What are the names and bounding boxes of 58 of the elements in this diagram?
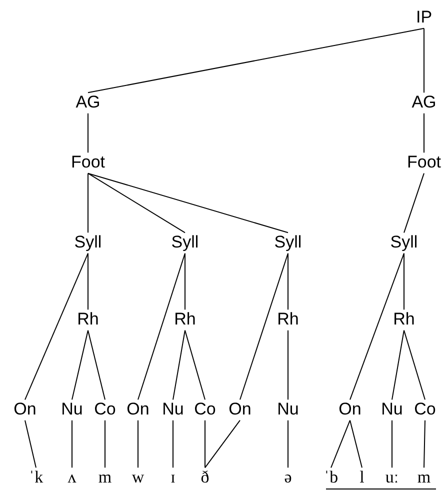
tree-branch-line [204, 420, 206, 468]
tree-branch-line [204, 420, 240, 468]
phoneme-label: ʌ [68, 468, 76, 488]
tree-node-label: Nu [61, 400, 83, 420]
tree-node-label: Nu [381, 400, 403, 420]
tree-node-label: Rh [277, 310, 299, 330]
tree-branch-line [88, 172, 288, 234]
tree-branch-line [350, 252, 404, 400]
phoneme-label: l [360, 468, 364, 488]
phoneme-label: w [132, 468, 144, 488]
tree-node-label: Rh [393, 310, 415, 330]
tree-branch-line [24, 420, 36, 468]
tree-node-label: On [338, 400, 362, 420]
tree-node-label: Rh [77, 310, 99, 330]
tree-node-label: Rh [174, 310, 196, 330]
tree-branch-line [172, 330, 186, 400]
tree-branch-line [138, 252, 186, 400]
phoneme-label: ð [200, 468, 210, 488]
tree-branch-line [404, 330, 426, 400]
tree-branch-line [88, 28, 424, 94]
tree-node-label: IP [416, 8, 432, 28]
tree-branch-line [24, 252, 88, 400]
tree-node-label: Co [94, 400, 116, 420]
tree-node-label: Foot [70, 154, 106, 172]
tree-node-label: On [14, 400, 36, 420]
tree-branch-line [240, 252, 288, 400]
tree-branch-line [184, 330, 206, 400]
phoneme-label: ˈk [28, 468, 44, 488]
tree-node-label: Foot [406, 154, 442, 172]
tree-branch-line [392, 330, 404, 400]
phoneme-label: m [417, 468, 431, 488]
tree-node-label: AG [412, 94, 436, 112]
tree-node-label: Co [194, 400, 216, 420]
tree-branch-line [184, 252, 186, 310]
tree-node-label: Co [414, 400, 436, 420]
phoneme-label: m [98, 468, 112, 488]
tree-node-label: Nu [277, 400, 299, 420]
tree-branch-line [72, 330, 88, 400]
phoneme-label: ə [284, 468, 292, 488]
tree-node-label: Syll [274, 234, 302, 252]
tree-branch-line [104, 420, 106, 468]
phoneme-label: ˈb [324, 468, 338, 488]
tree-branch-line [404, 172, 424, 234]
tree-node-label: Syll [74, 234, 102, 252]
tree-node-label: On [228, 400, 252, 420]
phoneme-label: uː [385, 468, 399, 488]
tree-node-label: Syll [390, 234, 418, 252]
tree-node-label: Syll [171, 234, 199, 252]
tree-node-label: On [126, 400, 150, 420]
tree-branch-line [350, 420, 362, 468]
tree-branch-line [88, 172, 186, 234]
tree-node-label: Nu [162, 400, 184, 420]
tree-branch-line [330, 420, 350, 468]
tree-node-label: AG [76, 94, 100, 112]
tree-branch-line [424, 420, 426, 468]
phoneme-label: ɪ [170, 468, 176, 488]
tree-branch-line [88, 330, 106, 400]
tree-branch-line [172, 420, 174, 468]
